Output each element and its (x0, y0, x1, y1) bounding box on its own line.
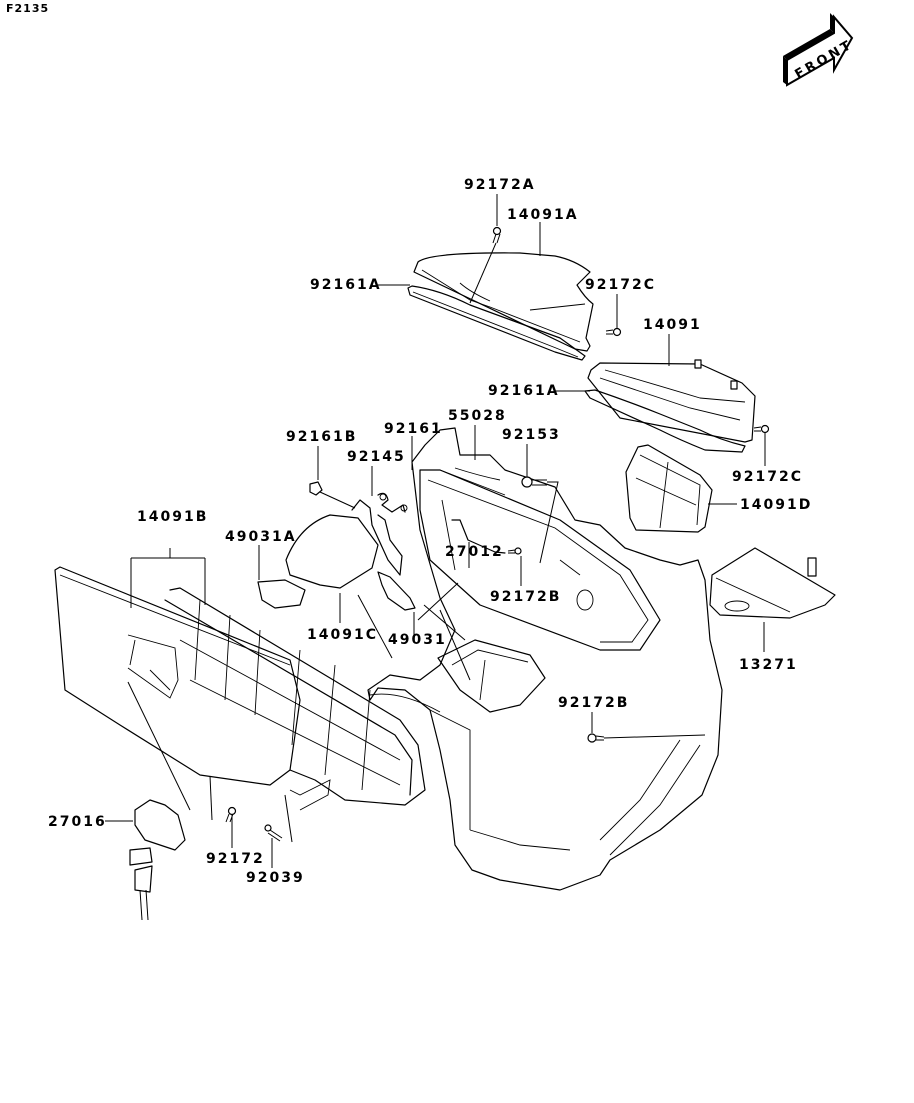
spring-92145 (377, 492, 408, 513)
part-label-92039: 92039 (246, 870, 305, 886)
part-label-14091A: 14091A (507, 207, 579, 223)
seal-92161A-top (407, 285, 586, 361)
hinge-bracket (351, 499, 403, 576)
bracket-14091D (625, 444, 713, 533)
cover-14091A (413, 252, 594, 352)
part-label-92145: 92145 (347, 449, 406, 465)
latch-49031 (377, 571, 416, 611)
part-label-92161A-mid: 92161A (488, 383, 560, 399)
part-label-13271: 13271 (739, 657, 798, 673)
part-label-49031: 49031 (388, 632, 447, 648)
seal-92161A-mid (584, 389, 746, 453)
front-arrow-icon: FRONT (783, 13, 856, 87)
frame-55028 (439, 467, 506, 496)
pin-92039 (264, 824, 283, 842)
part-label-92172B-upper: 92172B (490, 589, 562, 605)
part-label-14091D: 14091D (740, 497, 813, 513)
screw-92172C-mid (753, 424, 770, 434)
clip-92161B (309, 481, 323, 496)
part-label-14091C: 14091C (307, 627, 378, 643)
part-label-92172C-mid: 92172C (732, 469, 803, 485)
screw-92172B-upper (507, 547, 522, 555)
lock-27016 (129, 799, 186, 921)
part-label-92153: 92153 (502, 427, 561, 443)
part-label-27016: 27016 (48, 814, 107, 830)
screw-92172B-lower (587, 733, 605, 743)
latch-49031A (257, 579, 306, 609)
lid-14091C (285, 514, 379, 589)
part-label-49031A: 49031A (225, 529, 297, 545)
screw-92172A (492, 226, 502, 244)
part-label-92172: 92172 (206, 851, 265, 867)
part-label-92172C-top: 92172C (585, 277, 656, 293)
screw-92172 (225, 806, 237, 823)
part-label-92172A: 92172A (464, 177, 536, 193)
leader-lines (105, 194, 766, 868)
screw-92172C-top (605, 327, 622, 337)
box-lid-14091B (54, 566, 301, 786)
lid-13271 (709, 547, 836, 619)
box-frame-14091B (164, 587, 426, 811)
rod-27012 (451, 519, 506, 554)
rear-body-shell (367, 427, 723, 891)
part-label-27012: 27012 (445, 544, 504, 560)
part-label-14091B: 14091B (137, 509, 209, 525)
part-label-92172B-lower: 92172B (558, 695, 630, 711)
part-label-92161A-top: 92161A (310, 277, 382, 293)
part-label-55028: 55028 (448, 408, 507, 424)
diagram-code: F2135 (6, 2, 50, 15)
cover-14091 (587, 359, 756, 443)
part-label-14091: 14091 (643, 317, 702, 333)
part-label-92161B: 92161B (286, 429, 358, 445)
part-label-92161: 92161 (384, 421, 443, 437)
